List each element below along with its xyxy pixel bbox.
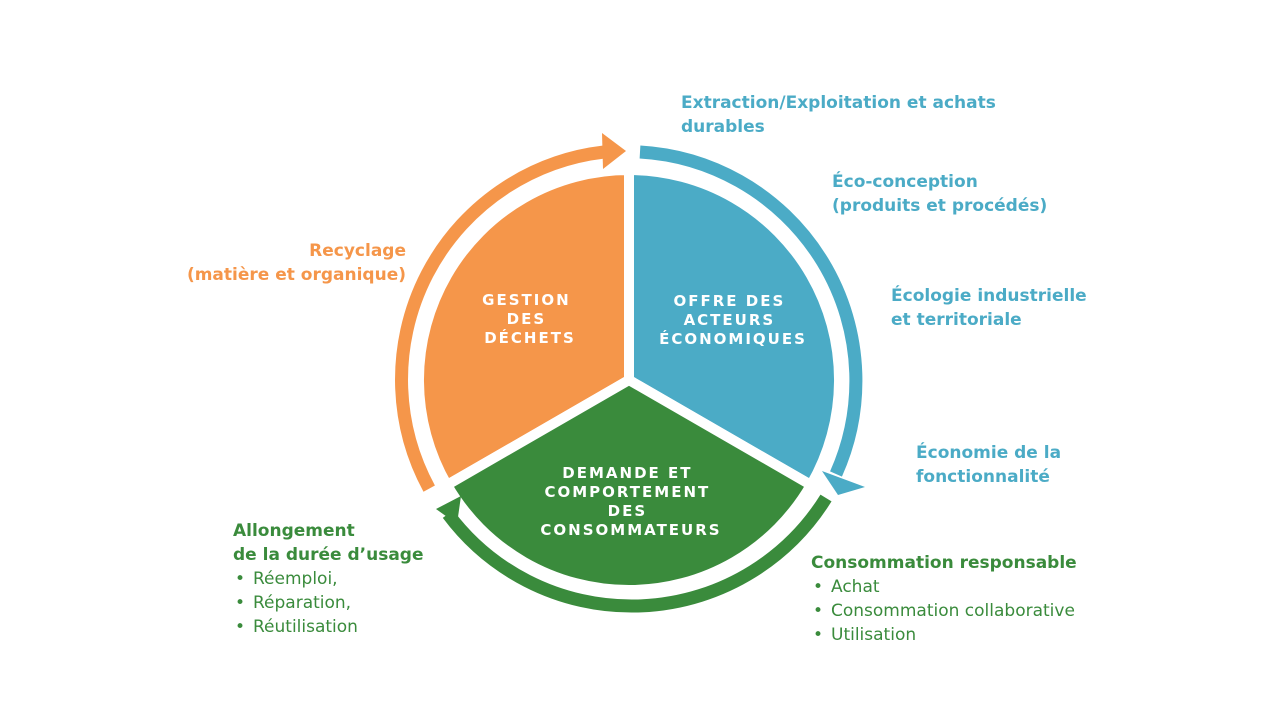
- arrow-orange: [395, 145, 605, 492]
- label-recyclage: Recyclage (matière et organique): [186, 241, 406, 285]
- arrow-blue: [639, 145, 863, 477]
- arrow-orange-head: [602, 133, 626, 169]
- segment-label-demande: DEMANDE ET COMPORTEMENT DES CONSOMMATEUR…: [540, 464, 721, 539]
- label-eco-conception: Éco-conception (produits et procédés): [832, 172, 1048, 216]
- consommation-list: Achat Consommation collaborative Utilisa…: [811, 575, 1077, 647]
- list-item: Réutilisation: [233, 615, 424, 639]
- label-allongement: Allongement de la durée d’usage Réemploi…: [233, 519, 424, 639]
- arrow-blue-head: [822, 471, 865, 495]
- arrow-green: [442, 494, 832, 613]
- segment-label-offre: OFFRE DES ACTEURS ÉCONOMIQUES: [659, 292, 807, 348]
- label-extraction: Extraction/Exploitation et achats durabl…: [681, 93, 996, 137]
- arrow-green-head: [436, 496, 461, 524]
- segment-demande-consommateurs: [442, 375, 816, 595]
- segment-label-gestion: GESTION DES DÉCHETS: [482, 291, 578, 347]
- label-ecologie-industrielle: Écologie industrielle et territoriale: [891, 286, 1087, 330]
- list-item: Réparation,: [233, 591, 424, 615]
- label-economie-fonctionnalite: Économie de la fonctionnalité: [916, 443, 1062, 487]
- list-item: Réemploi,: [233, 567, 424, 591]
- list-item: Achat: [811, 575, 1077, 599]
- list-item: Utilisation: [811, 623, 1077, 647]
- list-item: Consommation collaborative: [811, 599, 1077, 623]
- label-consommation-responsable: Consommation responsable Achat Consommat…: [811, 551, 1077, 647]
- allongement-list: Réemploi, Réparation, Réutilisation: [233, 567, 424, 639]
